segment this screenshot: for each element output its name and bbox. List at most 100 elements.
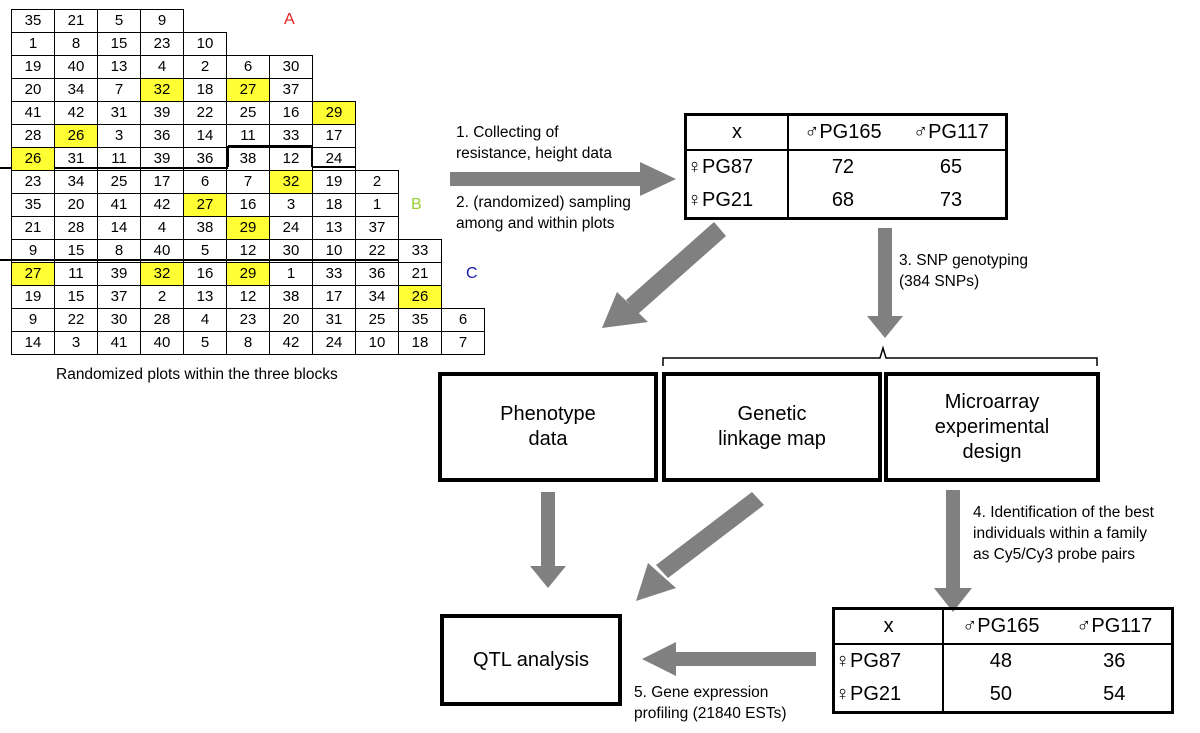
plot-cell: 23 [140,32,184,56]
plot-cell: 25 [355,308,399,332]
plot-cell: 32 [269,170,313,194]
block-label-a: A [284,11,295,28]
plot-cell: 22 [54,308,98,332]
plot-cell: 26 [54,124,98,148]
table-cell: 68 [831,189,855,211]
plot-cell: 40 [140,239,184,263]
plot-cell: 28 [54,216,98,240]
plot-cell: 38 [269,285,313,309]
plot-cell: 37 [355,216,399,240]
plot-cell: 30 [269,55,313,79]
brace [662,345,1098,366]
block-label-b: B [411,196,422,213]
plot-cell: 10 [355,331,399,355]
plot-cell: 10 [183,32,227,56]
plot-cell: 6 [441,308,485,332]
plot-cell: 4 [183,308,227,332]
male-header: ♂PG117 [1076,615,1153,637]
plot-cell: 26 [11,147,55,171]
plot-cell: 2 [183,55,227,79]
plot-cell: 33 [269,124,313,148]
plot-cell: 20 [54,193,98,217]
plot-cell: 5 [183,331,227,355]
arrow-phenotype-to-qtl [530,492,566,588]
plot-cell: 41 [97,331,141,355]
plot-cell: 22 [183,101,227,125]
plot-cell: 13 [312,216,356,240]
plot-cell: 11 [54,262,98,286]
arrow-snp-genotyping [867,228,903,338]
plot-cell: 36 [355,262,399,286]
arrow-expression-to-qtl [642,642,816,676]
plot-cell: 7 [226,170,270,194]
plot-cell: 9 [11,308,55,332]
plot-cell: 8 [97,239,141,263]
arrow-linkage-to-qtl [636,492,764,601]
plot-cell: 42 [140,193,184,217]
plot-cell: 33 [312,262,356,286]
plot-cell: 36 [183,147,227,171]
female-header: ♀PG21 [833,678,945,713]
plot-cell: 15 [97,32,141,56]
plot-cell: 6 [226,55,270,79]
male-header: ♂PG117 [913,121,989,143]
plot-cell: 39 [97,262,141,286]
plot-cell: 18 [398,331,442,355]
plot-cell: 19 [11,55,55,79]
phenotype-data-box: Phenotype data [438,372,658,482]
plot-cell: 7 [97,78,141,102]
plot-cell: 2 [140,285,184,309]
female-header: ♀PG87 [833,644,945,678]
plot-cell: 30 [269,239,313,263]
arrow-table-to-phenotype [602,222,726,328]
plot-cell: 24 [312,331,356,355]
plot-cell: 27 [226,78,270,102]
plot-cell: 3 [97,124,141,148]
plot-cell: 38 [183,216,227,240]
table-cell: 72 [831,156,855,178]
plot-cell: 11 [226,124,270,148]
plot-cell: 35 [11,193,55,217]
plot-cell: 11 [97,147,141,171]
plot-cell: 21 [11,216,55,240]
plot-cell: 20 [269,308,313,332]
plot-cell: 31 [54,147,98,171]
plot-cell: 26 [398,285,442,309]
plot-cell: 25 [97,170,141,194]
plot-cell: 28 [140,308,184,332]
table-cell: 48 [989,650,1012,672]
plot-cell: 20 [11,78,55,102]
plot-cell: 1 [269,262,313,286]
plot-cell: 5 [183,239,227,263]
plot-cell: 24 [312,147,356,171]
plot-cell: 19 [312,170,356,194]
plot-cell: 38 [226,147,270,171]
plot-cell: 28 [11,124,55,148]
plot-cell: 30 [97,308,141,332]
plot-cell: 15 [54,285,98,309]
table-cell: 36 [1103,650,1126,672]
plot-cell: 39 [140,101,184,125]
step-3-text: 3. SNP genotyping (384 SNPs) [899,252,1028,290]
plot-cell: 14 [11,331,55,355]
plot-cell: 4 [140,55,184,79]
plot-cell: 14 [183,124,227,148]
plot-cell: 29 [226,216,270,240]
cross-table-bottom: x ♂PG165 ♂PG117 ♀PG87 48 36 ♀PG21 50 54 [832,607,1174,714]
table-cell: 73 [939,189,963,211]
plot-cell: 23 [226,308,270,332]
plot-cell: 29 [312,101,356,125]
male-header: ♂PG165 [804,121,882,143]
cross-table-top: x ♂PG165 ♂PG117 ♀PG87 72 65 ♀PG21 68 73 [684,113,1008,220]
plot-cell: 31 [97,101,141,125]
table-cell: 54 [1103,683,1126,705]
male-header: ♂PG165 [962,615,1040,637]
plot-cell: 31 [312,308,356,332]
plot-cell: 36 [140,124,184,148]
plot-cell: 35 [398,308,442,332]
plot-cell: 17 [312,285,356,309]
plot-cell: 16 [183,262,227,286]
plot-cell: 16 [269,101,313,125]
plot-cell: 24 [269,216,313,240]
